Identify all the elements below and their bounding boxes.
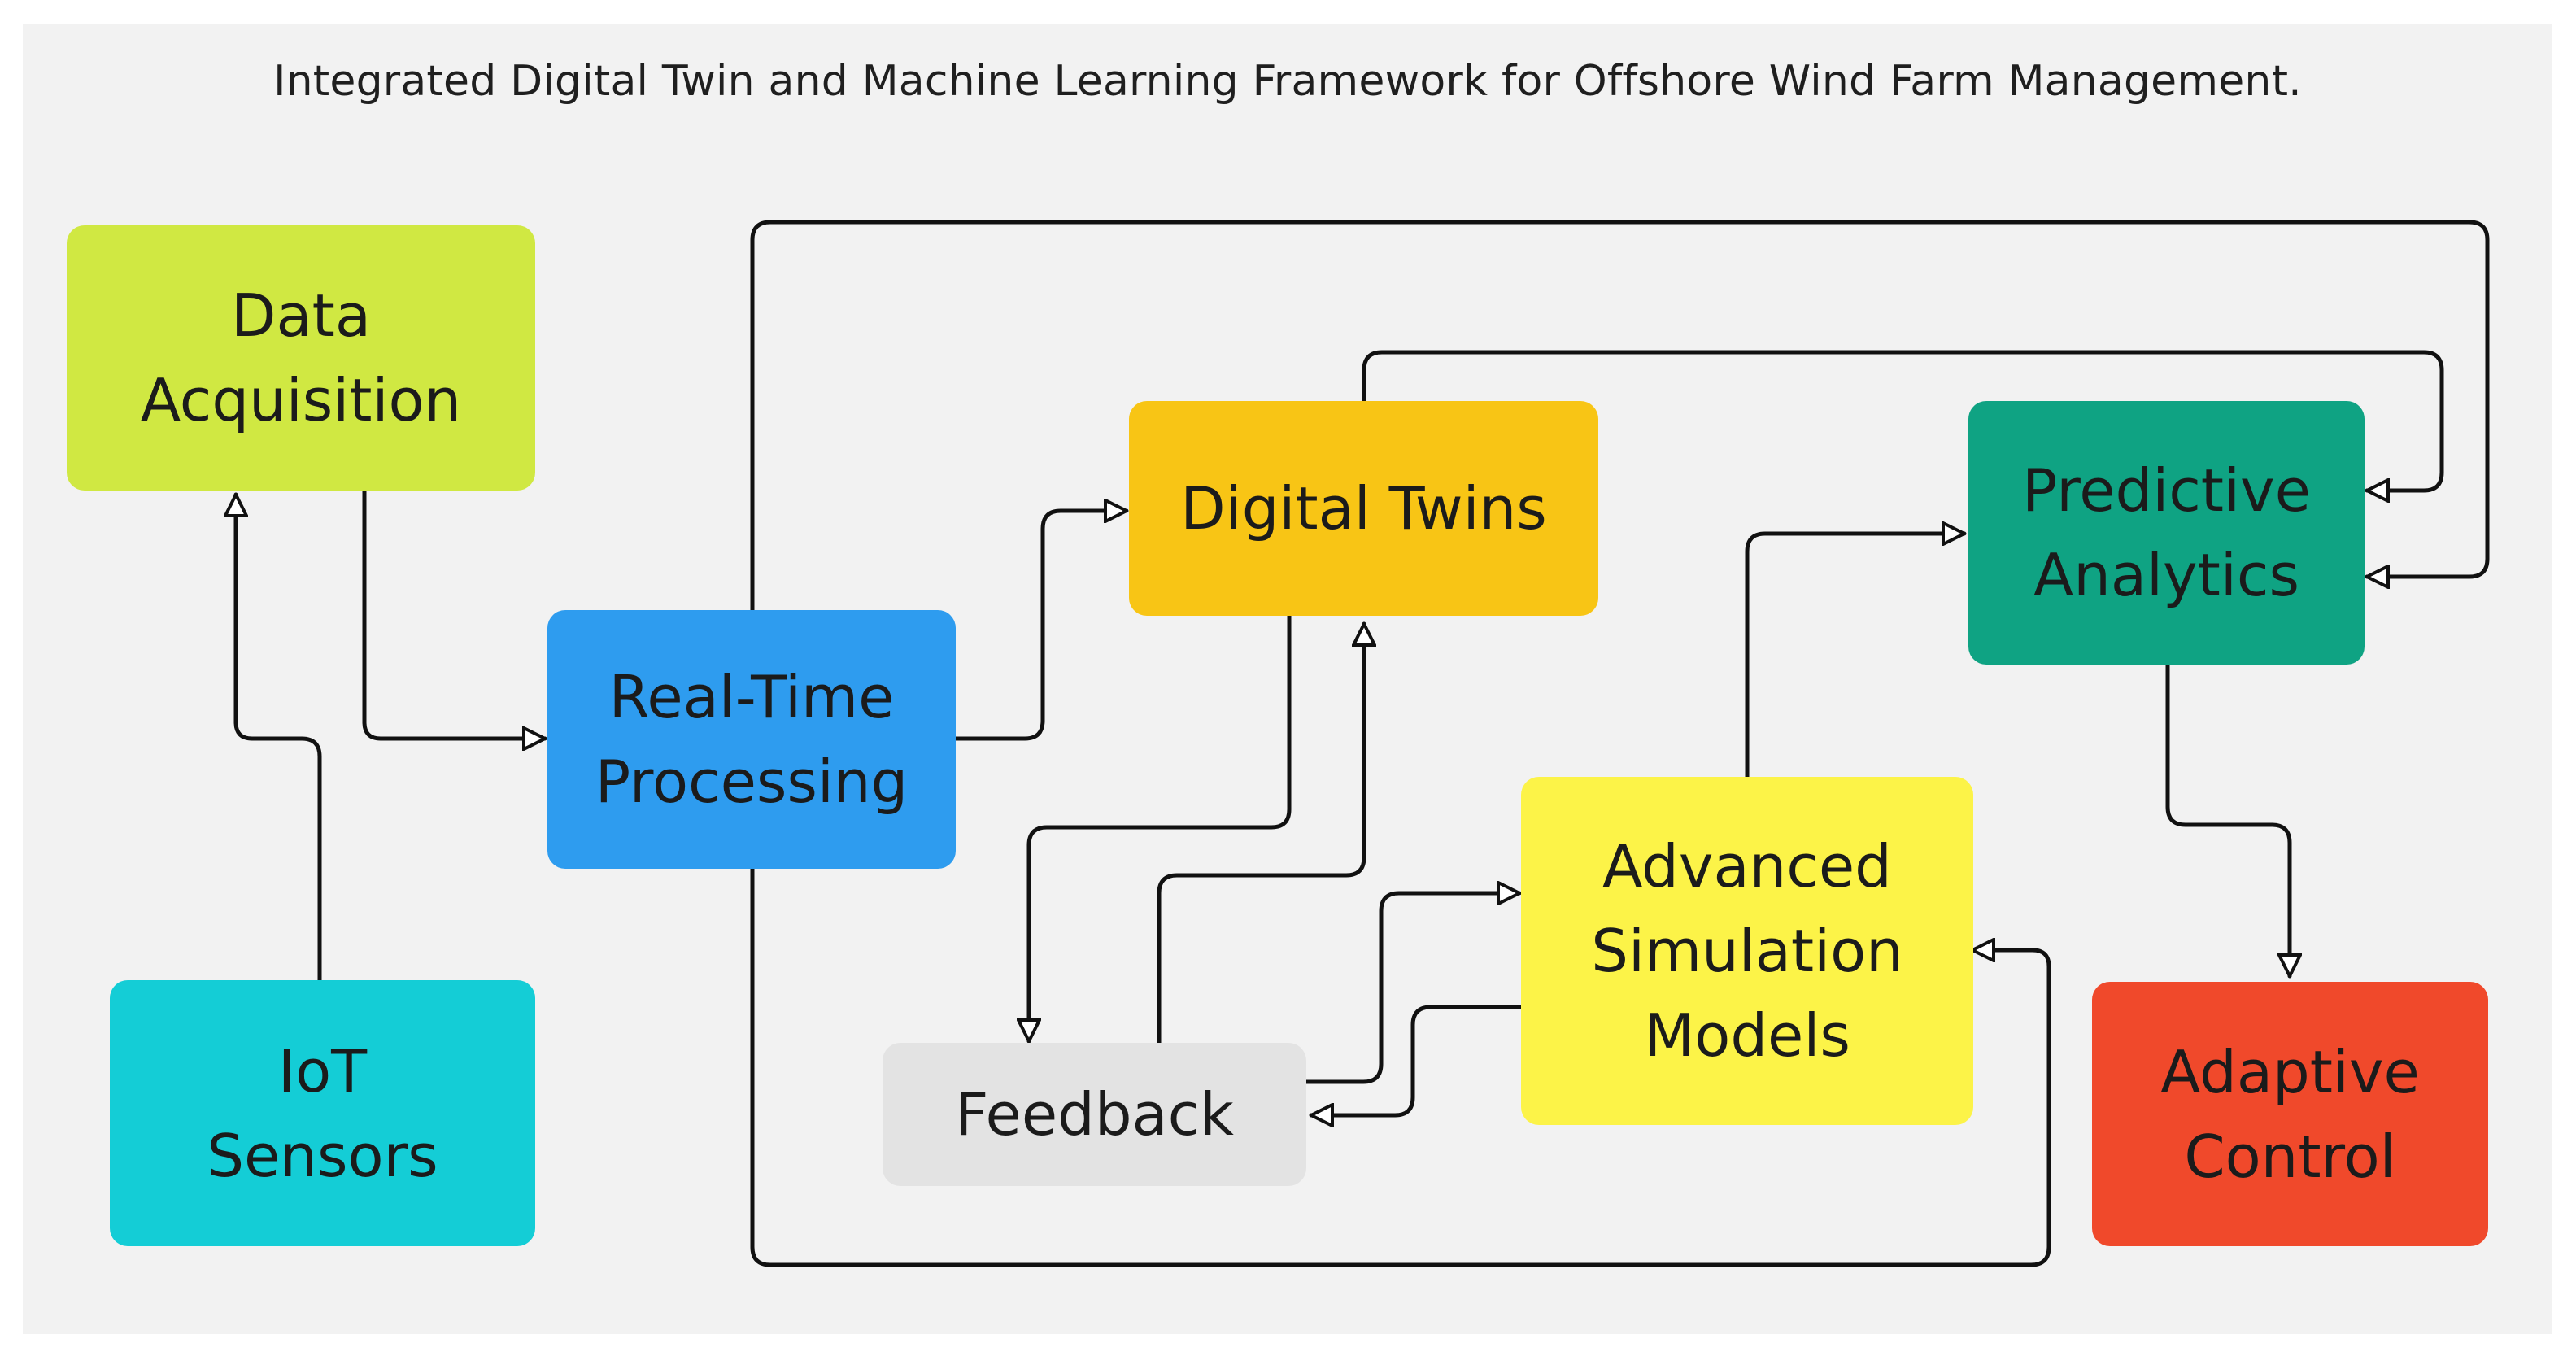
edge-feedback-to-digital-twins	[1157, 621, 1364, 1045]
edge-real-time-processing-to-predictive-analytics	[750, 220, 2490, 613]
edge-digital-twins-to-predictive-analytics	[1362, 350, 2444, 491]
node-digital-twins: Digital Twins	[1129, 401, 1598, 616]
node-predictive-analytics: Predictive Analytics	[1968, 401, 2365, 665]
node-feedback: Feedback	[883, 1043, 1306, 1186]
diagram-title: Integrated Digital Twin and Machine Lear…	[273, 57, 2302, 106]
edge-real-time-processing-to-digital-twins	[953, 511, 1129, 741]
node-iot-sensors: IoT Sensors	[110, 980, 535, 1246]
edge-feedback-to-advanced-simulation-models	[1304, 893, 1522, 1084]
edge-digital-twins-to-feedback	[1029, 613, 1292, 1044]
edge-predictive-analytics-to-adaptive-control	[2165, 662, 2290, 979]
edge-real-time-processing-to-advanced-simulation-models	[750, 866, 2051, 1267]
edge-advanced-simulation-models-to-predictive-analytics	[1745, 534, 1967, 779]
node-data-acquisition: Data Acquisition	[67, 225, 535, 491]
edge-advanced-simulation-models-to-feedback	[1309, 1005, 1523, 1115]
node-real-time-processing: Real-Time Processing	[547, 610, 956, 869]
node-adaptive-control: Adaptive Control	[2092, 982, 2488, 1246]
edge-iot-sensors-to-data-acquisition	[236, 492, 322, 983]
node-advanced-simulation-models: Advanced Simulation Models	[1521, 777, 1973, 1125]
edge-data-acquisition-to-real-time-processing	[362, 488, 547, 739]
